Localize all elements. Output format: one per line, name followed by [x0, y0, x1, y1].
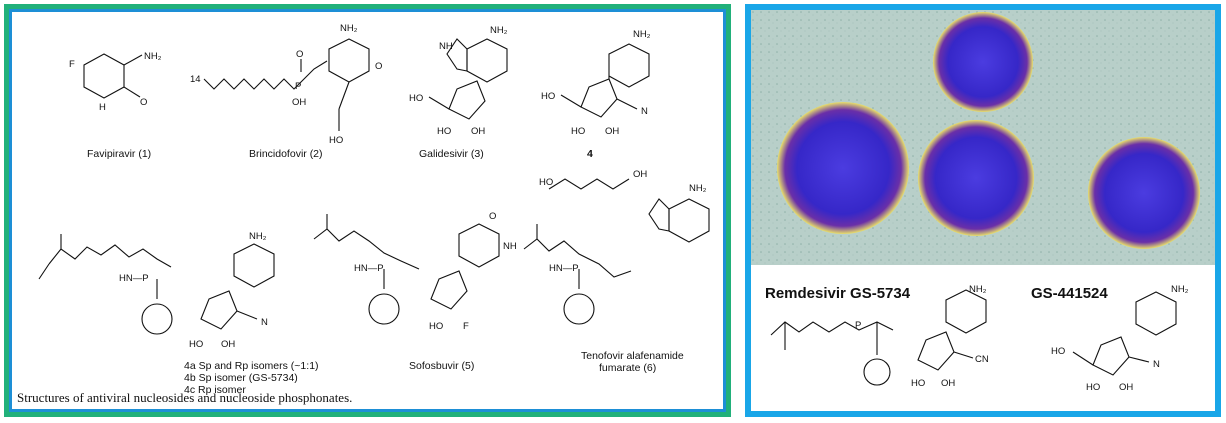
compound-4-structure: NH₂ N HO HO OH 4 [541, 29, 651, 160]
label-4b: 4b Sp isomer (GS-5734) [184, 372, 298, 384]
atom-o-2: O [375, 61, 382, 72]
virus-particle-icon [777, 102, 909, 234]
sofosbuvir-structure: O NH HN—P HO F Sofosbuvir (5) [313, 211, 517, 372]
label-gs-441524: GS-441524 [1031, 285, 1108, 302]
atom-oh-r: OH [941, 378, 955, 389]
atom-ho-2: HO [329, 135, 343, 146]
atom-o-p: O [296, 49, 303, 60]
virus-particle-icon [1088, 137, 1200, 249]
label-remdesivir: Remdesivir GS-5734 [765, 285, 911, 302]
virus-particle-icon [918, 120, 1034, 236]
atom-oh-p: OH [292, 97, 306, 108]
atom-hnp-4a: HN—P [119, 273, 149, 284]
atom-oh-g: OH [1119, 382, 1133, 393]
atom-nh2-g: NH₂ [1171, 284, 1189, 295]
remdesivir-structure: NH₂ P CN HO OH [770, 284, 989, 389]
brincidofovir-structure: 14 P O OH NH₂ O HO Brincidofovir (2) [190, 23, 382, 160]
atom-ho-4a: HO [189, 339, 203, 350]
atom-oh-3: OH [471, 126, 485, 137]
atom-nh2-3: NH₂ [490, 25, 508, 36]
label-sofosbuvir: Sofosbuvir (5) [409, 360, 474, 372]
atom-ho-g: HO [1051, 346, 1065, 357]
atom-p: P [295, 81, 301, 92]
atom-nh2: NH₂ [144, 51, 162, 62]
label-compound-4: 4 [587, 148, 593, 160]
atom-ho-r: HO [911, 378, 925, 389]
gs441524-structure: NH₂ HO N HO OH [1051, 284, 1189, 393]
atom-hnp-6: HN—P [549, 263, 579, 274]
atom-nh2-6: NH₂ [689, 183, 707, 194]
atom-h: H [99, 102, 106, 113]
label-brincidofovir: Brincidofovir (2) [249, 148, 323, 160]
atom-nh2-4: NH₂ [633, 29, 651, 40]
atom-cn-r: CN [975, 354, 989, 365]
atom-p-r: P [855, 320, 861, 331]
atom-oh-6: OH [633, 169, 647, 180]
figure-caption: Structures of antiviral nucleosides and … [17, 390, 353, 405]
atom-ho-3b: HO [437, 126, 451, 137]
atom-nh-5: NH [503, 241, 517, 252]
atom-cn-4: N [641, 106, 648, 117]
atom-oh-4: OH [605, 126, 619, 137]
structures-diagram: F NH₂ O H Favipiravir (1) 14 P O OH NH₂ … [38, 23, 710, 396]
atom-ho-g2: HO [1086, 382, 1100, 393]
atom-o-5: O [489, 211, 496, 222]
atom-ho-5: HO [429, 321, 443, 332]
atom-n-g: N [1153, 359, 1160, 370]
atom-f: F [69, 59, 75, 70]
label-galidesivir: Galidesivir (3) [419, 148, 484, 160]
atom-ho-4: HO [541, 91, 555, 102]
structures-panel: F NH₂ O H Favipiravir (1) 14 P O OH NH₂ … [4, 4, 731, 417]
favipiravir-structure: F NH₂ O H Favipiravir (1) [69, 51, 162, 160]
atom-nh2-4a: NH₂ [249, 231, 267, 242]
remdesivir-panel: Remdesivir GS-5734 GS-441524 NH₂ P CN HO… [745, 4, 1221, 417]
atom-ho-4b: HO [571, 126, 585, 137]
atom-nh2-2: NH₂ [340, 23, 358, 34]
compound-4a-structure: NH₂ HN—P N HO OH 4a Sp and Rp isomers (~… [38, 231, 319, 396]
atom-hnp-5: HN—P [354, 263, 384, 274]
atom-oh-4a: OH [221, 339, 235, 350]
tenofovir-structure: HO OH NH₂ HN—P Tenofovir alafenamide fum… [523, 169, 710, 374]
atom-hn-3: NH [439, 41, 453, 52]
label-tenofovir-2: fumarate (6) [599, 362, 656, 374]
label-4a: 4a Sp and Rp isomers (~1:1) [184, 360, 319, 372]
label-tenofovir-1: Tenofovir alafenamide [581, 350, 684, 362]
label-4c: 4c Rp isomer [184, 384, 246, 396]
atom-ho-3: HO [409, 93, 423, 104]
virus-and-structures: Remdesivir GS-5734 GS-441524 NH₂ P CN HO… [751, 10, 1215, 393]
virus-particle-icon [933, 12, 1033, 112]
galidesivir-structure: NH₂ NH HO HO OH Galidesivir (3) [409, 25, 508, 160]
atom-f-5: F [463, 321, 469, 332]
atom-14: 14 [190, 74, 201, 85]
label-favipiravir: Favipiravir (1) [87, 148, 151, 160]
atom-o: O [140, 97, 147, 108]
atom-cn-4a: N [261, 317, 268, 328]
atom-ho-6: HO [539, 177, 553, 188]
atom-nh2-r: NH₂ [969, 284, 987, 295]
